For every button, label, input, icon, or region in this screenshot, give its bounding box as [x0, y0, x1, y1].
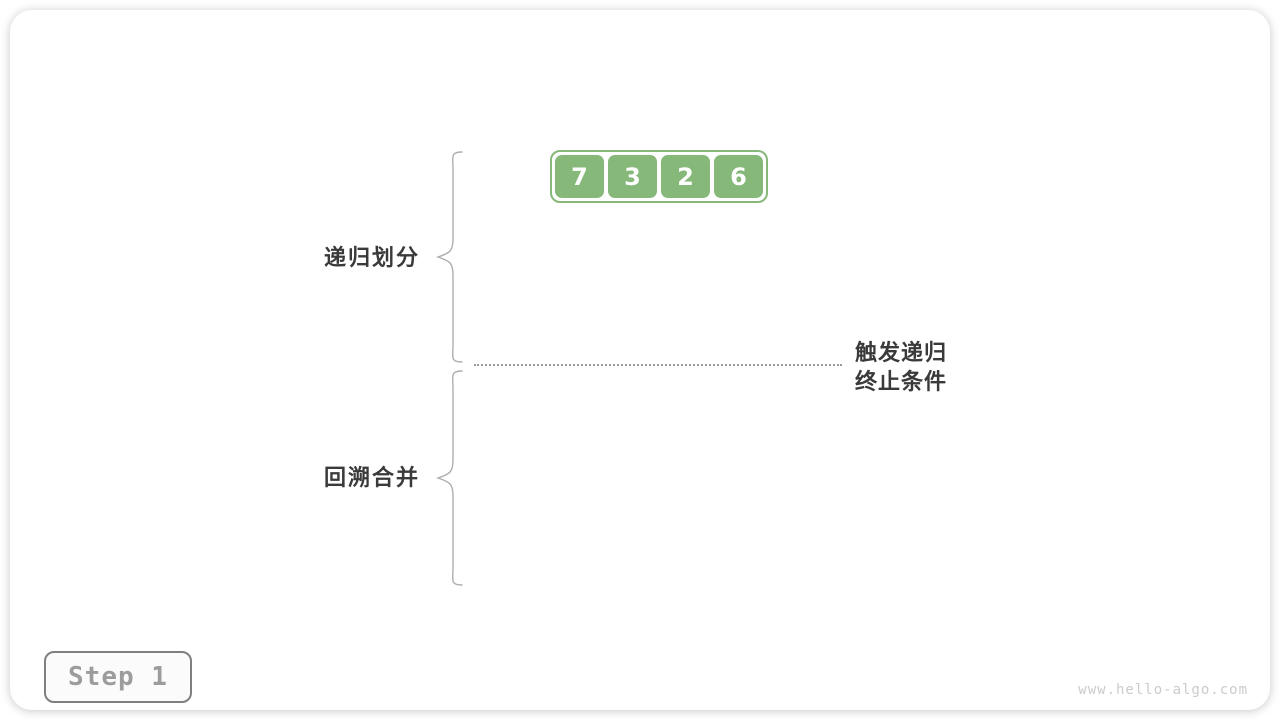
array-cell: 2: [661, 155, 710, 198]
watermark: www.hello-algo.com: [1078, 682, 1248, 698]
backtrack-merge-label: 回溯合并: [323, 465, 420, 490]
termination-condition-line2: 终止条件: [855, 369, 948, 394]
termination-condition-line1: 触发递归: [855, 340, 948, 365]
recursion-boundary-dotted-line: [474, 364, 842, 366]
step-badge: Step 1: [44, 651, 192, 703]
array-cell: 7: [555, 155, 604, 198]
array-cell: 6: [714, 155, 763, 198]
array-cell: 3: [608, 155, 657, 198]
recursive-partition-label: 递归划分: [323, 245, 420, 270]
upper-brace: [435, 151, 463, 363]
array-container: 7 3 2 6: [550, 150, 768, 203]
lower-brace: [435, 370, 463, 586]
diagram-canvas: 7 3 2 6 递归划分 回溯合并 触发递归 终止条件 Step 1 www.h…: [10, 10, 1270, 710]
termination-condition-label: 触发递归 终止条件: [855, 338, 947, 396]
